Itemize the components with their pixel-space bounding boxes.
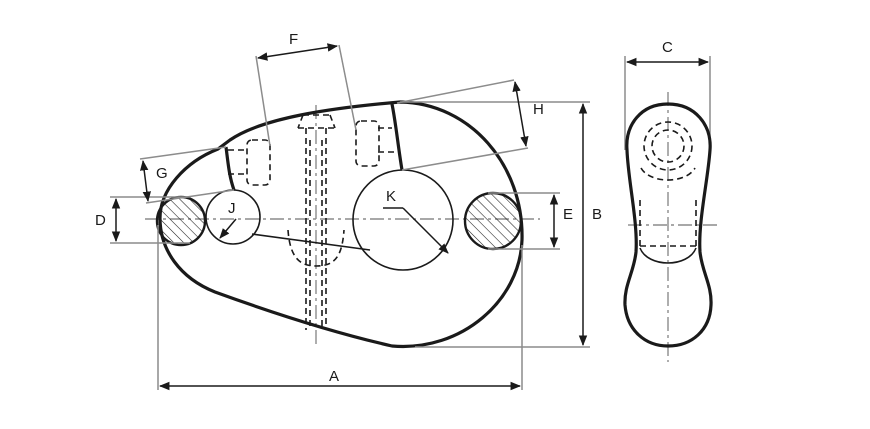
- front-view: [623, 56, 718, 362]
- label-d: D: [95, 212, 106, 229]
- dimension-lines: [111, 43, 710, 391]
- front-view-outline: [623, 102, 713, 348]
- front-slot-arc: [639, 247, 697, 264]
- left-lock-pin-hidden: [246, 139, 271, 186]
- label-a: A: [329, 368, 339, 385]
- front-hidden-circle-outer: [643, 121, 693, 171]
- label-g: G: [156, 165, 168, 182]
- right-lock-pin-hidden: [355, 120, 380, 167]
- right-pin-section: [463, 191, 523, 251]
- j-radius-arrow: [219, 218, 237, 239]
- side-view: [145, 100, 540, 349]
- label-k: K: [386, 188, 396, 205]
- dim-f: [256, 43, 339, 61]
- dim-h: [512, 80, 529, 148]
- left-eye-hole: [205, 189, 261, 245]
- right-eye-hole: [352, 169, 454, 271]
- slot-line: [251, 233, 371, 251]
- front-hidden-circle-inner: [651, 129, 685, 163]
- front-hidden-slot: [639, 200, 697, 247]
- label-h: H: [533, 101, 544, 118]
- left-lock-pin-hidden-lines: [228, 149, 248, 175]
- front-hidden-arc: [640, 167, 696, 181]
- split-line-right: [390, 103, 404, 171]
- stud-hole-hidden: [287, 229, 345, 267]
- k-radius-arrow: [402, 207, 449, 254]
- left-pin-section: [155, 195, 207, 247]
- label-e: E: [563, 206, 573, 223]
- stud-hidden-lines: [297, 114, 336, 330]
- dim-g: [140, 159, 151, 203]
- label-c: C: [662, 39, 673, 56]
- split-line-left: [224, 146, 236, 191]
- dimension-labels: A B C D E F G H J K: [95, 31, 673, 385]
- extension-lines: [110, 44, 590, 390]
- label-b: B: [592, 206, 602, 223]
- label-f: F: [289, 31, 298, 48]
- right-lock-pin-hidden-lines: [378, 127, 394, 153]
- label-j: J: [228, 200, 236, 217]
